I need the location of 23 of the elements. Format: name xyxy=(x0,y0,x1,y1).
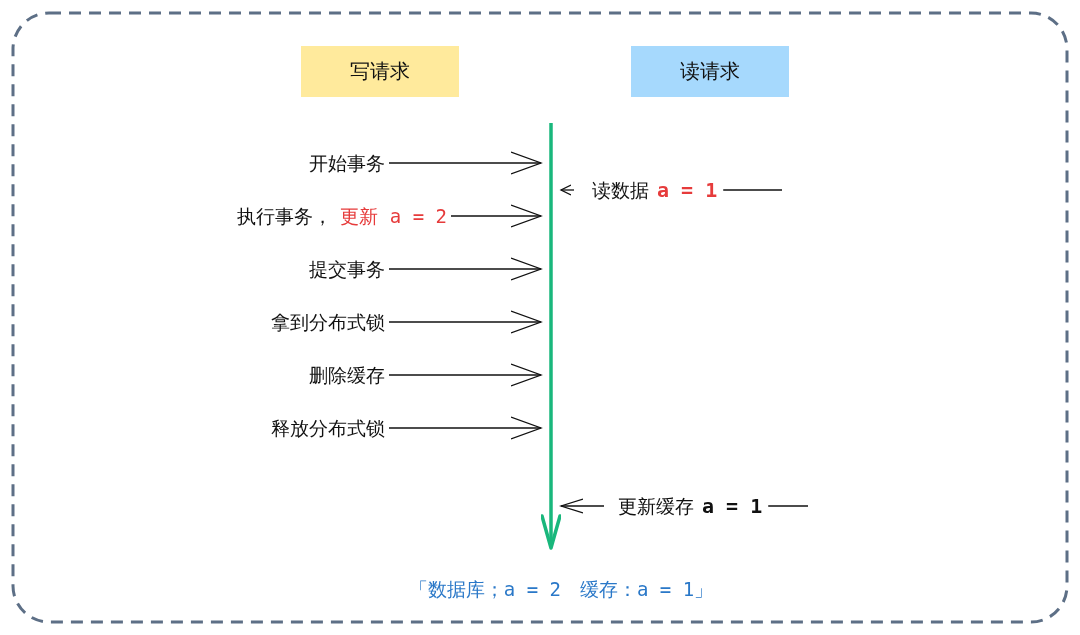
arrow xyxy=(450,204,542,228)
arrow xyxy=(388,416,542,440)
step-text: 读数据 xyxy=(591,178,650,203)
header-box: 写请求 xyxy=(301,46,459,97)
step-text: 执行事务， xyxy=(236,204,334,229)
arrow xyxy=(388,257,542,281)
timeline-arrow xyxy=(541,123,561,550)
header-box: 读请求 xyxy=(631,46,789,97)
step-text: 拿到分布式锁 xyxy=(270,310,386,335)
arrow xyxy=(560,184,575,196)
step-text: 删除缓存 xyxy=(308,363,386,388)
step-text: 更新缓存 xyxy=(617,494,695,519)
caption-text: 「数据库；a = 2 缓存：a = 1」 xyxy=(408,578,714,600)
arrow xyxy=(388,310,542,334)
step-text: 开始事务 xyxy=(308,151,386,176)
code-text: a = 1 xyxy=(701,493,764,519)
arrow xyxy=(560,498,605,514)
step-text: 提交事务 xyxy=(308,257,386,282)
step-text: 释放分布式锁 xyxy=(270,416,386,441)
code-text: a = 1 xyxy=(656,177,719,203)
code-text: 更新 a = 2 xyxy=(339,204,448,229)
arrow xyxy=(388,363,542,387)
arrow xyxy=(388,151,542,175)
